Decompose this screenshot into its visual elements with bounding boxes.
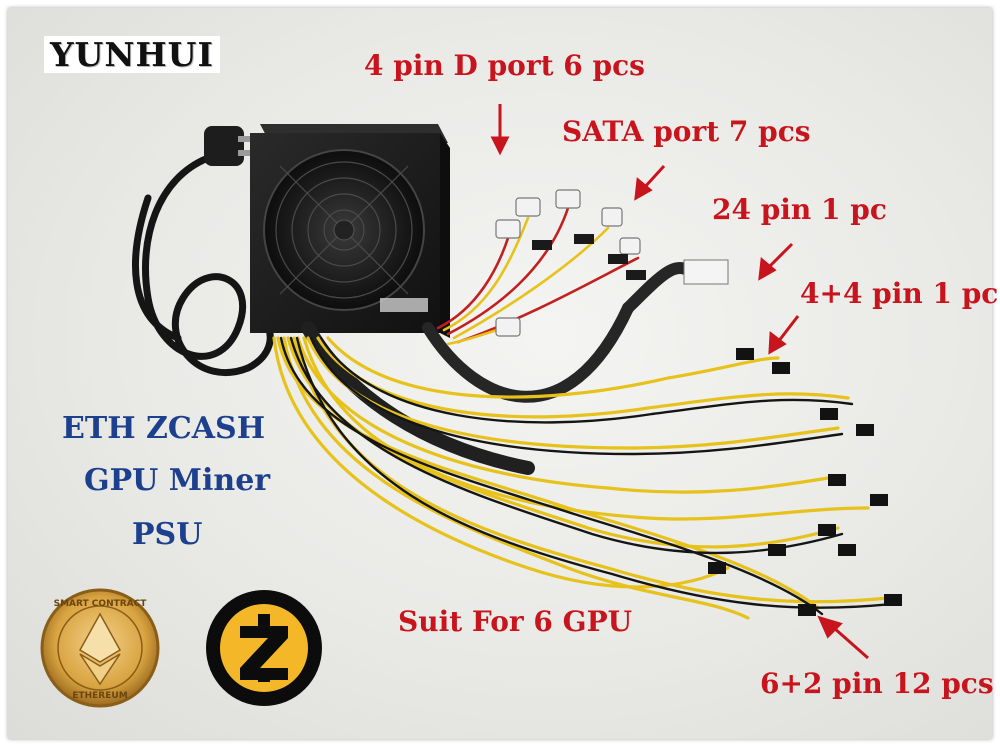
callout-d-port: 4 pin D port 6 pcs: [364, 49, 645, 82]
ethereum-logo-icon: [40, 588, 160, 708]
molex-connectors: [495, 189, 641, 337]
plug-head: [204, 126, 252, 166]
product-line-miner: GPU Miner: [84, 463, 271, 498]
psu-unit: [250, 124, 450, 338]
arrow-icon: [490, 104, 869, 660]
callout-4plus4-pin: 4+4 pin 1 pc: [800, 277, 999, 310]
callout-suit-gpu: Suit For 6 GPU: [398, 605, 633, 638]
callout-6plus2-pin: 6+2 pin 12 pcs: [760, 667, 994, 700]
sata-connectors: [532, 234, 646, 280]
product-line-coins: ETH ZCASH: [62, 411, 266, 446]
black-cables: [279, 336, 894, 616]
brand-watermark: YUNHUI: [44, 36, 220, 73]
atx-24pin-connector: [683, 259, 729, 285]
ethereum-badge-bottom-text: ETHEREUM: [72, 691, 127, 701]
psu-sticker: [380, 298, 428, 312]
product-scene: SMART CONTRACT ETHEREUM: [40, 104, 902, 708]
pcie-connectors: [708, 348, 902, 616]
product-photo: SMART CONTRACT ETHEREUM: [8, 8, 992, 739]
ethereum-badge-top-text: SMART CONTRACT: [54, 599, 148, 609]
zcash-logo-icon: [206, 590, 322, 706]
callout-sata: SATA port 7 pcs: [562, 115, 811, 148]
product-line-psu: PSU: [132, 517, 203, 552]
callout-24pin: 24 pin 1 pc: [712, 193, 887, 226]
peripheral-cables: [436, 206, 640, 346]
